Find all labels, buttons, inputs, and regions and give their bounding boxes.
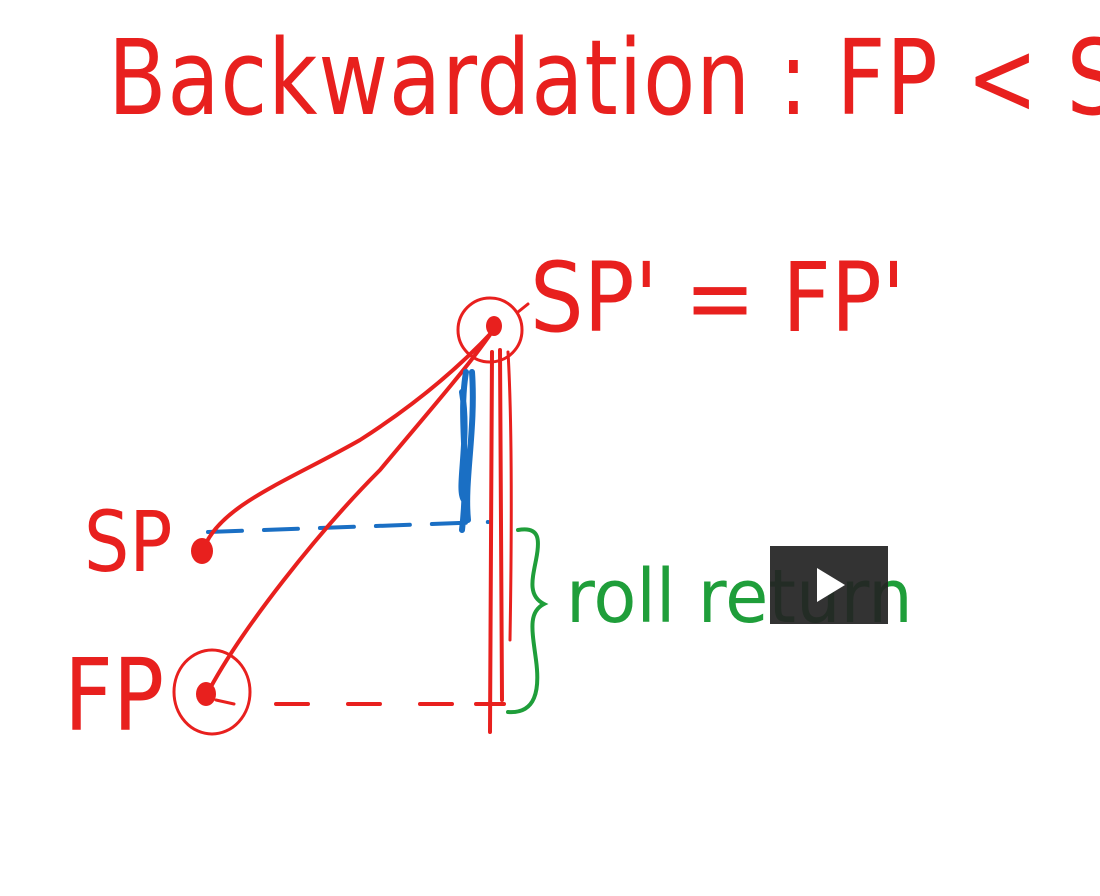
convergence-point-circle <box>456 296 524 364</box>
fp-convergence-curve <box>204 324 498 698</box>
basis-blue-shading <box>458 369 476 533</box>
play-button[interactable] <box>770 546 888 624</box>
sp-convergence-curve <box>202 328 496 550</box>
sp-level-dashed-line <box>206 520 490 534</box>
fp-point-circle <box>172 648 252 736</box>
expiry-vertical-line-3 <box>506 350 513 642</box>
backwardation-title: Backwardation : FP < SP <box>108 17 1100 139</box>
equilibrium-label: SP' = FP' <box>530 242 906 354</box>
fp-point-tick <box>214 698 236 706</box>
expiry-vertical-line-2 <box>498 348 504 702</box>
expiry-vertical-line <box>488 350 494 734</box>
sp-point <box>191 538 213 564</box>
fp-point <box>196 682 216 706</box>
futures-price-label: FP <box>64 637 165 754</box>
convergence-tick <box>516 302 530 314</box>
spot-price-label: SP <box>84 493 173 591</box>
convergence-point <box>486 316 502 336</box>
play-icon <box>817 568 845 602</box>
roll-return-brace <box>506 527 549 715</box>
